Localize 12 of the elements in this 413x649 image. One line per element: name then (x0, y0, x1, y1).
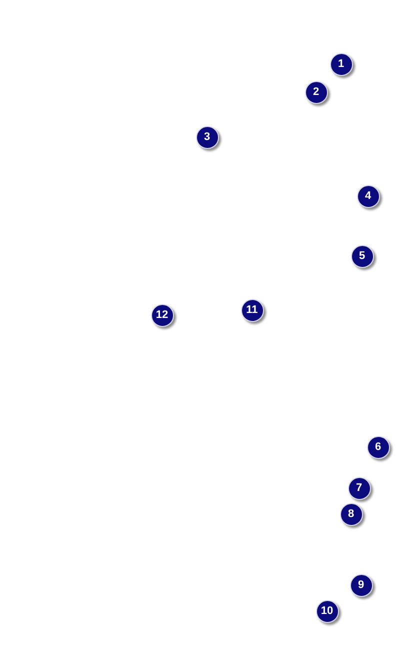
callout-number: 8 (340, 502, 362, 526)
callout-number: 10 (316, 600, 338, 622)
callout-number: 3 (196, 126, 218, 148)
callout-number: 12 (150, 304, 174, 326)
callout-number: 2 (304, 80, 328, 104)
callout-number: 4 (356, 184, 380, 208)
callout-number: 5 (350, 244, 374, 268)
callout-number: 6 (366, 436, 390, 458)
callout-number: 1 (330, 52, 352, 76)
callout-number: 9 (350, 574, 372, 596)
callout-number: 11 (240, 298, 264, 322)
callout-number: 7 (348, 476, 370, 500)
